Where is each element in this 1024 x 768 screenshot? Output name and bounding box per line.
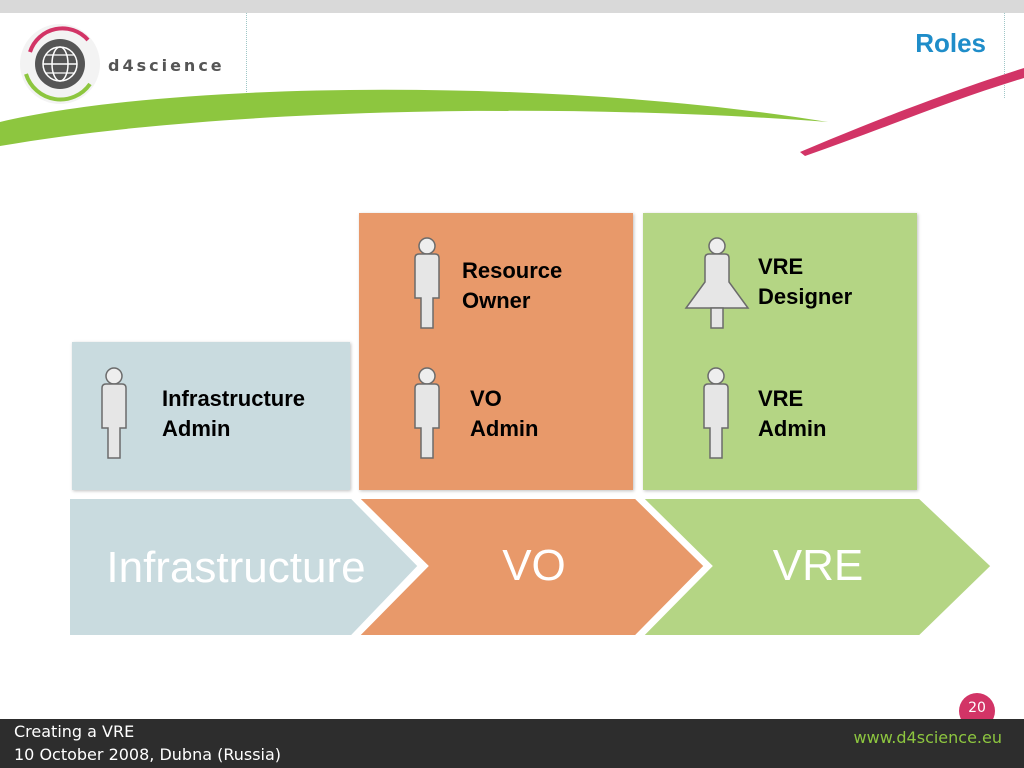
- vo-stage-label: VO: [502, 541, 566, 590]
- d4science-logo-icon: [20, 24, 100, 104]
- infrastructure-chevron: [66, 495, 423, 639]
- infrastructure-admin-person-icon: [101, 367, 127, 459]
- header-divider: [246, 13, 247, 98]
- vre-designer-label: VRE Designer: [758, 254, 853, 309]
- vo-admin-label: VO Admin: [470, 386, 539, 441]
- vo-roles-box: [359, 213, 633, 490]
- resource-owner-person-icon: [414, 237, 440, 329]
- resource-owner-label: Resource Owner: [462, 258, 563, 313]
- page-title: Roles: [915, 28, 986, 58]
- vre-chevron: [635, 495, 996, 639]
- footer-line-2: 10 October 2008, Dubna (Russia): [14, 745, 282, 764]
- vo-chevron: [351, 495, 709, 639]
- website-link[interactable]: www.d4science.eu: [853, 728, 1002, 747]
- footer-bar: [0, 719, 1024, 768]
- infrastructure-stage-label: Infrastructure: [106, 543, 365, 592]
- footer-line-1: Creating a VRE: [14, 722, 135, 741]
- top-bar: [0, 0, 1024, 13]
- header-swoosh: [0, 68, 1024, 156]
- infrastructure-admin-label: Infrastructure Admin: [162, 386, 306, 441]
- brand-name: d4science: [108, 56, 225, 75]
- header-divider-right: [1004, 13, 1005, 98]
- vre-designer-person-icon: [684, 237, 750, 329]
- vo-admin-person-icon: [414, 367, 440, 459]
- vre-admin-person-icon: [703, 367, 729, 459]
- vre-roles-box: [643, 213, 917, 490]
- vre-stage-label: VRE: [773, 541, 863, 590]
- vre-admin-label: VRE Admin: [758, 386, 827, 441]
